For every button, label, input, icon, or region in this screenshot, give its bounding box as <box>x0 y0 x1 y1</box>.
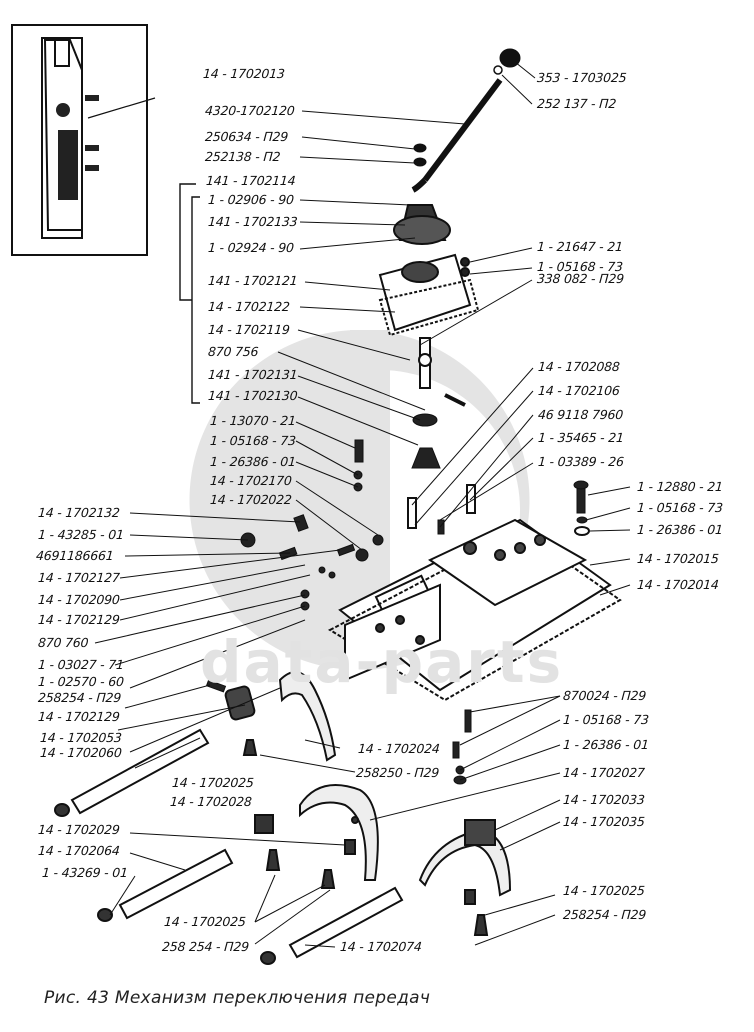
part-label: 14 - 1702022 <box>209 492 293 507</box>
part-label: 46 9118 7960 <box>537 407 624 422</box>
part-label: 252138 - П2 <box>204 149 281 164</box>
part-label: 141 - 1702131 <box>207 367 298 382</box>
group-bracket <box>179 183 200 404</box>
part-label: 1 - 43285 - 01 <box>37 527 125 542</box>
part-label: 14 - 1702119 <box>207 322 291 337</box>
part-label: 1 - 26386 - 01 <box>636 522 724 537</box>
part-label: 1 - 26386 - 01 <box>562 737 650 752</box>
part-label: 14 - 1702033 <box>562 792 646 807</box>
part-label: 1 - 03389 - 26 <box>537 454 625 469</box>
shift-cover-housing <box>327 518 622 702</box>
part-label: 1 - 02924 - 90 <box>207 240 295 255</box>
part-label: 141 - 1702133 <box>207 214 298 229</box>
part-label: 14 - 1702129 <box>37 612 121 627</box>
part-label: 1 - 02906 - 90 <box>207 192 295 207</box>
figure-caption: Рис. 43 Механизм переключения передач <box>44 988 431 1008</box>
gear-lever <box>411 48 521 193</box>
part-label: 4691186661 <box>35 548 115 563</box>
part-label: 258250 - П29 <box>355 765 440 780</box>
part-label: 14 - 1702025 <box>163 914 247 929</box>
part-label: 870 756 <box>207 344 259 359</box>
shift-rods <box>54 728 489 965</box>
part-label: 14 - 1702074 <box>339 939 423 954</box>
inset-detail <box>11 24 156 256</box>
part-label: 14 - 1702015 <box>636 551 720 566</box>
shift-forks <box>224 671 512 905</box>
part-label: 14 - 1702122 <box>207 299 291 314</box>
part-label: 258254 - П29 <box>37 690 122 705</box>
part-label: 14 - 1702013 <box>202 66 286 81</box>
part-label: 870024 - П29 <box>562 688 647 703</box>
part-label: 258254 - П29 <box>562 907 647 922</box>
part-label: 141 - 1702130 <box>207 388 298 403</box>
part-label: 14 - 1702127 <box>37 570 121 585</box>
part-label: 1 - 03027 - 71 <box>37 657 125 672</box>
part-label: 1 - 12880 - 21 <box>636 479 724 494</box>
part-label: 870 760 <box>37 635 89 650</box>
part-label: 258 254 - П29 <box>161 939 250 954</box>
part-label: 4320-1702120 <box>204 103 296 118</box>
part-label: 1 - 05168 - 73 <box>209 433 297 448</box>
part-label: 14 - 1702035 <box>562 814 646 829</box>
part-label: 353 - 1703025 <box>536 70 627 85</box>
part-label: 14 - 1702106 <box>537 383 621 398</box>
part-label: 1 - 02570 - 60 <box>37 674 125 689</box>
part-label: 14 - 1702170 <box>209 473 293 488</box>
part-label: 1 - 05168 - 73 <box>636 500 724 515</box>
part-label: 14 - 1702060 <box>39 745 123 760</box>
lever-housing <box>378 204 480 337</box>
watermark-text: data-parts <box>200 628 564 696</box>
part-label: 14 - 1702028 <box>169 794 253 809</box>
part-label: 14 - 1702024 <box>357 741 441 756</box>
part-label: 14 - 1702027 <box>562 765 646 780</box>
part-label: 14 - 1702132 <box>37 505 121 520</box>
part-label: 14 - 1702029 <box>37 822 121 837</box>
part-label: 14 - 1702090 <box>37 592 121 607</box>
part-label: 1 - 35465 - 21 <box>537 430 625 445</box>
part-label: 14 - 1702064 <box>37 843 121 858</box>
part-label: 1 - 05168 - 73 <box>562 712 650 727</box>
part-label: 141 - 1702121 <box>207 273 298 288</box>
part-label: 141 - 1702114 <box>205 173 296 188</box>
part-label: 1 - 43269 - 01 <box>41 865 129 880</box>
part-label: 14 - 1702025 <box>562 883 646 898</box>
part-label: 14 - 1702129 <box>37 709 121 724</box>
part-label: 338 082 - П29 <box>536 271 625 286</box>
leader-lines <box>94 61 631 948</box>
part-label: 1 - 21647 - 21 <box>536 239 624 254</box>
part-label: 1 - 26386 - 01 <box>209 454 297 469</box>
part-label: 14 - 1702088 <box>537 359 621 374</box>
part-label: 252 137 - П2 <box>536 96 617 111</box>
part-label: 14 - 1702014 <box>636 577 720 592</box>
part-label: 14 - 1702025 <box>171 775 255 790</box>
part-label: 14 - 1702053 <box>39 730 123 745</box>
part-label: 1 - 13070 - 21 <box>209 413 297 428</box>
part-label: 250634 - П29 <box>204 129 289 144</box>
